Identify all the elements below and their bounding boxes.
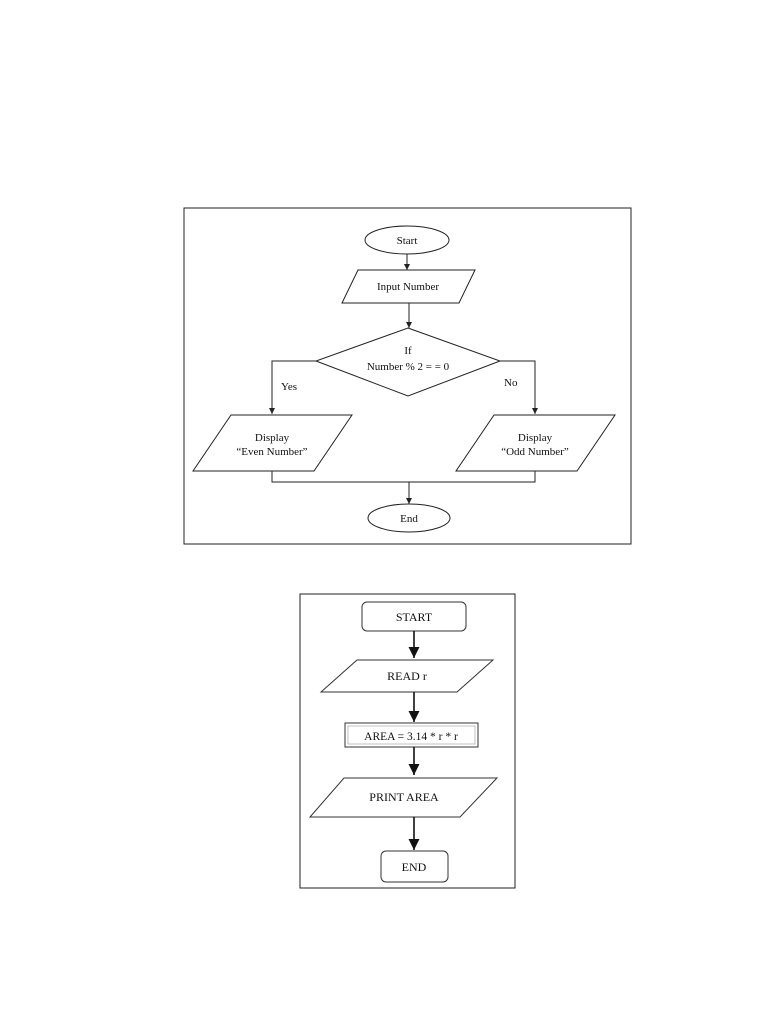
input-number-label: Input Number [377, 281, 439, 293]
flowchart-2-frame [299, 593, 516, 889]
decision-line-1: If [404, 345, 412, 357]
arrow-no-branch [500, 360, 538, 414]
print-area-box [308, 777, 499, 818]
end-box-label: END [402, 860, 427, 874]
area-process-inner-border [347, 725, 476, 745]
flowchart-odd-even: Start Input Number If Number % 2 = = 0 Y… [183, 207, 632, 545]
print-area-label: PRINT AREA [369, 790, 439, 804]
end-label: End [400, 513, 418, 525]
display-even-line-1: Display [255, 432, 290, 444]
end-terminal [367, 503, 451, 533]
decision-diamond [314, 327, 502, 397]
display-odd-box [455, 414, 616, 472]
yes-label: Yes [281, 381, 297, 393]
merge-line [271, 471, 536, 483]
decision-line-2: Number % 2 = = 0 [367, 361, 450, 373]
area-process-label: AREA = 3.14 * r * r [364, 731, 458, 743]
display-even-line-2: “Even Number” [236, 446, 307, 458]
display-even-box [192, 414, 353, 472]
input-number-box [341, 269, 476, 304]
flowchart-1-frame [183, 207, 632, 545]
end-box [380, 850, 449, 883]
read-r-box [319, 659, 495, 693]
arrow-yes-branch [269, 360, 316, 414]
display-odd-line-2: “Odd Number” [501, 446, 569, 458]
flowchart-circle-area: START READ r AREA = 3.14 * r * r PRINT A… [299, 593, 516, 889]
display-odd-line-1: Display [518, 432, 553, 444]
area-process-box [344, 722, 479, 748]
start-label: Start [397, 235, 418, 247]
read-r-label: READ r [387, 669, 427, 683]
no-label: No [504, 377, 518, 389]
start-box-label: START [396, 610, 433, 624]
